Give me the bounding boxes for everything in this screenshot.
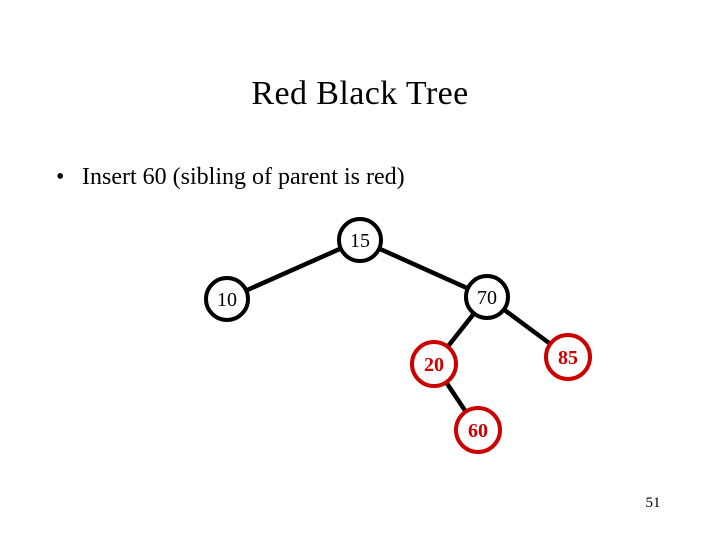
bullet-list-item: • Insert 60 (sibling of parent is red): [56, 163, 405, 191]
page-number: 51: [645, 495, 661, 511]
tree-node-label-15: 15: [350, 230, 370, 252]
tree-node-label-20: 20: [424, 354, 444, 376]
tree-node-15[interactable]: 15: [337, 217, 383, 263]
tree-node-label-60: 60: [468, 420, 488, 442]
tree-node-circle-70: [464, 274, 510, 320]
tree-edge-70-20: [444, 310, 477, 350]
tree-node-85[interactable]: 85: [544, 333, 592, 381]
tree-node-circle-15: [337, 217, 383, 263]
tree-edge-15-10: [243, 245, 344, 294]
tree-node-label-70: 70: [477, 287, 497, 309]
tree-edge-20-60: [443, 379, 469, 415]
bullet-item-label: Insert 60 (sibling of parent is red): [82, 164, 405, 190]
tree-edge-15-70: [375, 245, 472, 292]
tree-node-circle-10: [204, 276, 250, 322]
tree-edge-layer: [243, 245, 554, 415]
tree-node-70[interactable]: 70: [464, 274, 510, 320]
tree-node-layer: 15 10 70 20 85 60: [204, 217, 592, 454]
tree-node-label-85: 85: [558, 347, 578, 369]
page-title: Red Black Tree: [251, 75, 469, 112]
tree-node-20[interactable]: 20: [410, 340, 458, 388]
tree-node-10[interactable]: 10: [204, 276, 250, 322]
tree-node-circle-85: [544, 333, 592, 381]
tree-node-circle-60: [454, 406, 502, 454]
bullet-marker-icon: •: [56, 164, 65, 190]
tree-edge-70-85: [500, 306, 554, 347]
tree-node-60[interactable]: 60: [454, 406, 502, 454]
tree-node-circle-20: [410, 340, 458, 388]
tree-node-label-10: 10: [217, 289, 237, 311]
